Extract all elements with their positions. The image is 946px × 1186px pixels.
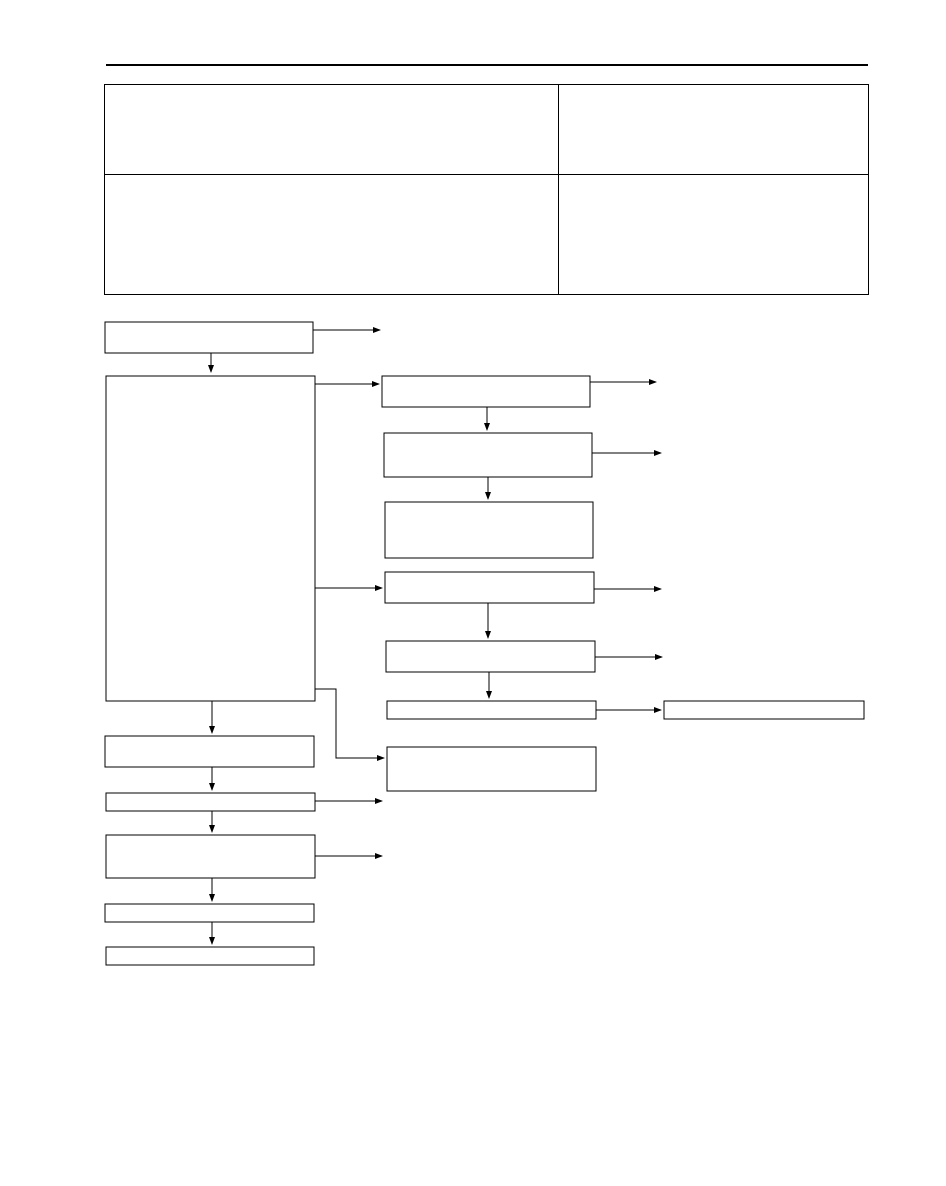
flow-box-main-check [105, 375, 316, 702]
flow-box-b3 [384, 501, 594, 559]
flow-box-l3 [105, 834, 316, 879]
flow-box-l5 [105, 946, 315, 966]
flow-box-b6 [386, 700, 597, 720]
flow-box-b1 [381, 375, 591, 408]
flow-box-start [104, 321, 314, 354]
flow-box-l1 [104, 735, 315, 768]
flow-box-b2 [383, 432, 593, 478]
flow-box-b6-result [663, 700, 865, 720]
flow-box-l2 [105, 792, 316, 812]
table-column-divider [558, 85, 559, 294]
flow-box-b4 [384, 571, 595, 604]
arrow-main-to-b7 [315, 688, 385, 761]
flow-box-l4 [104, 903, 315, 923]
flow-box-b5 [385, 640, 596, 673]
header-table [104, 84, 869, 295]
flow-box-b7 [386, 746, 597, 792]
header-rule [106, 64, 868, 66]
table-row-divider [105, 174, 868, 175]
